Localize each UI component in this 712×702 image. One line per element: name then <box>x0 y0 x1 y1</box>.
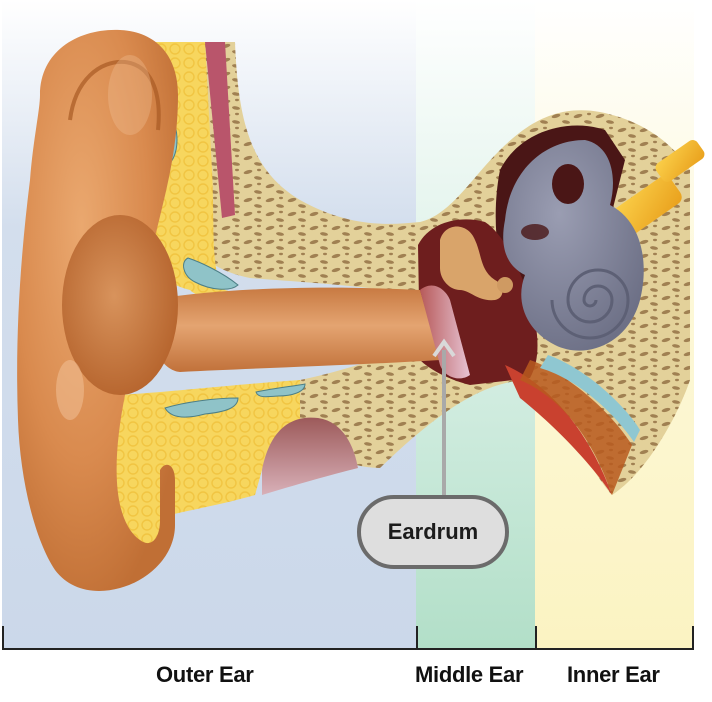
ear-canal <box>149 287 440 372</box>
inner-ear-label: Inner Ear <box>567 662 660 687</box>
middle-ear-label: Middle Ear <box>415 662 524 687</box>
outer-ear-label: Outer Ear <box>156 662 254 687</box>
eustachian-tube <box>505 365 612 495</box>
eardrum-label: Eardrum <box>387 519 479 544</box>
region-axis <box>2 626 694 650</box>
muscle <box>205 42 235 218</box>
concha <box>62 215 178 395</box>
callout-arrowhead-icon <box>432 338 456 358</box>
eardrum-callout: Eardrum <box>357 495 509 569</box>
parotid-cavity <box>262 417 358 495</box>
auditory-nerve <box>612 140 705 237</box>
eardrum <box>420 285 470 379</box>
ossicles <box>440 226 513 301</box>
cochlea <box>503 140 644 351</box>
